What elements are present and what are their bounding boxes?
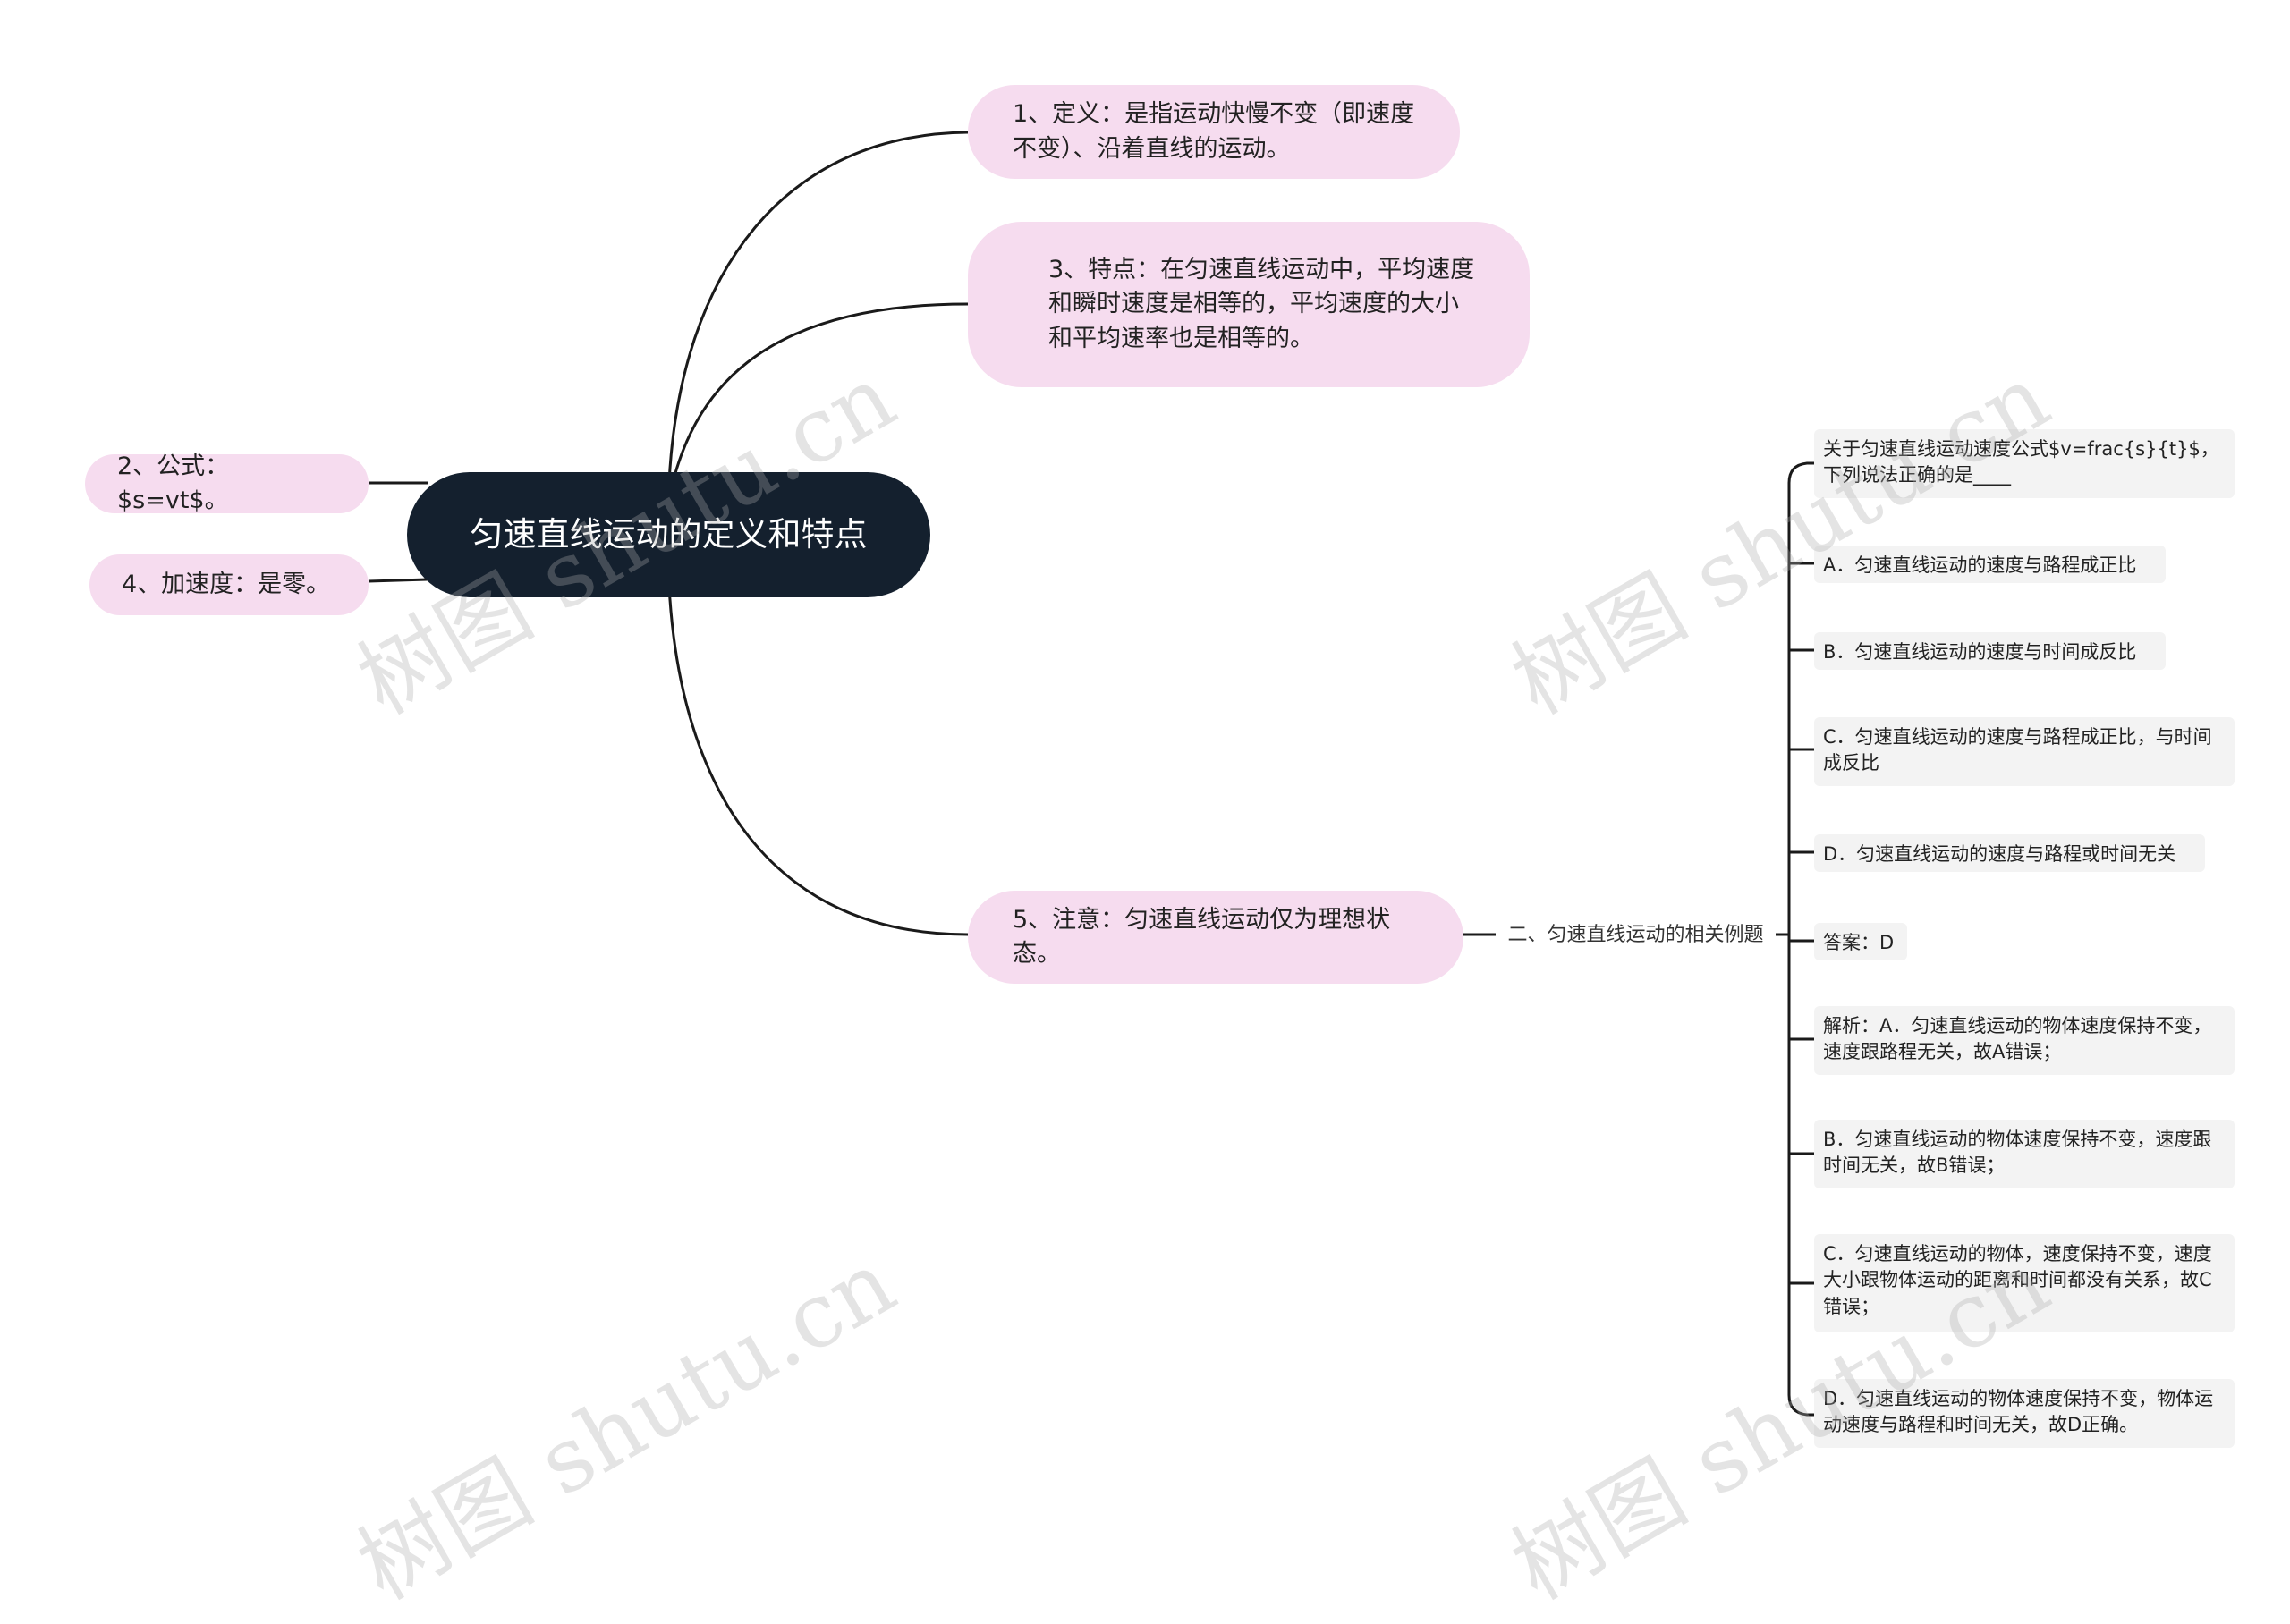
example-option-d[interactable]: D．匀速直线运动的速度与路程或时间无关 [1814,834,2205,872]
example-topic-label: 二、匀速直线运动的相关例题 [1507,924,1764,946]
root-topic-label: 匀速直线运动的定义和特点 [470,515,868,554]
branch-features[interactable]: 3、特点：在匀速直线运动中，平均速度和瞬时速度是相等的，平均速度的大小和平均速率… [968,222,1530,387]
branch-definition[interactable]: 1、定义：是指运动快慢不变（即速度不变）、沿着直线的运动。 [968,85,1460,179]
example-analysis-a[interactable]: 解析：A．匀速直线运动的物体速度保持不变，速度跟路程无关，故A错误； [1814,1006,2235,1075]
example-analysis-c[interactable]: C．匀速直线运动的物体，速度保持不变，速度大小跟物体运动的距离和时间都没有关系，… [1814,1234,2235,1332]
example-item-label: D．匀速直线运动的速度与路程或时间无关 [1823,843,2176,865]
link-features [671,302,969,484]
example-question[interactable]: 关于匀速直线运动速度公式$v=frac{s}{t}$，下列说法正确的是____ [1814,429,2235,498]
example-item-label: 解析：A．匀速直线运动的物体速度保持不变，速度跟路程无关，故A错误； [1823,1015,2212,1063]
link-note [667,585,969,936]
link-definition [667,131,969,484]
example-item-label: B．匀速直线运动的速度与时间成反比 [1823,641,2137,663]
root-topic[interactable]: 匀速直线运动的定义和特点 [407,472,930,597]
branch-definition-label: 1、定义：是指运动快慢不变（即速度不变）、沿着直线的运动。 [1013,100,1415,163]
example-item-label: C．匀速直线运动的物体，速度保持不变，速度大小跟物体运动的距离和时间都没有关系，… [1823,1243,2212,1317]
example-item-label: C．匀速直线运动的速度与路程成正比，与时间成反比 [1823,726,2212,774]
branch-note[interactable]: 5、注意：匀速直线运动仅为理想状态。 [968,891,1463,984]
mind-map: 匀速直线运动的定义和特点 1、定义：是指运动快慢不变（即速度不变）、沿着直线的运… [85,85,2235,1620]
branch-acceleration[interactable]: 4、加速度：是零。 [89,554,369,615]
example-analysis-d[interactable]: D．匀速直线运动的物体速度保持不变，物体运动速度与路程和时间无关，故D正确。 [1814,1379,2235,1448]
example-item-label: B．匀速直线运动的物体速度保持不变，速度跟时间无关，故B错误； [1823,1129,2212,1177]
branch-acceleration-label: 4、加速度：是零。 [122,570,331,598]
example-item-label: 关于匀速直线运动速度公式$v=frac{s}{t}$，下列说法正确的是____ [1823,438,2219,486]
example-item-label: D．匀速直线运动的物体速度保持不变，物体运动速度与路程和时间无关，故D正确。 [1823,1388,2214,1436]
example-topic[interactable]: 二、匀速直线运动的相关例题 [1496,921,1776,952]
connector-lines [368,131,1814,1417]
example-answer[interactable]: 答案：D [1814,923,1907,960]
example-option-a[interactable]: A．匀速直线运动的速度与路程成正比 [1814,546,2166,583]
branch-features-label: 3、特点：在匀速直线运动中，平均速度和瞬时速度是相等的，平均速度的大小和平均速率… [1048,256,1475,352]
example-analysis-b[interactable]: B．匀速直线运动的物体速度保持不变，速度跟时间无关，故B错误； [1814,1120,2235,1188]
branch-formula-label: 2、公式：$s=vt$。 [117,452,230,514]
branch-note-label: 5、注意：匀速直线运动仅为理想状态。 [1013,905,1391,968]
link-acceleration [368,578,428,583]
example-item-label: A．匀速直线运动的速度与路程成正比 [1823,554,2137,576]
example-item-label: 答案：D [1823,932,1895,953]
example-option-c[interactable]: C．匀速直线运动的速度与路程成正比，与时间成反比 [1814,717,2235,786]
branch-formula[interactable]: 2、公式：$s=vt$。 [85,453,369,514]
example-option-b[interactable]: B．匀速直线运动的速度与时间成反比 [1814,632,2166,670]
